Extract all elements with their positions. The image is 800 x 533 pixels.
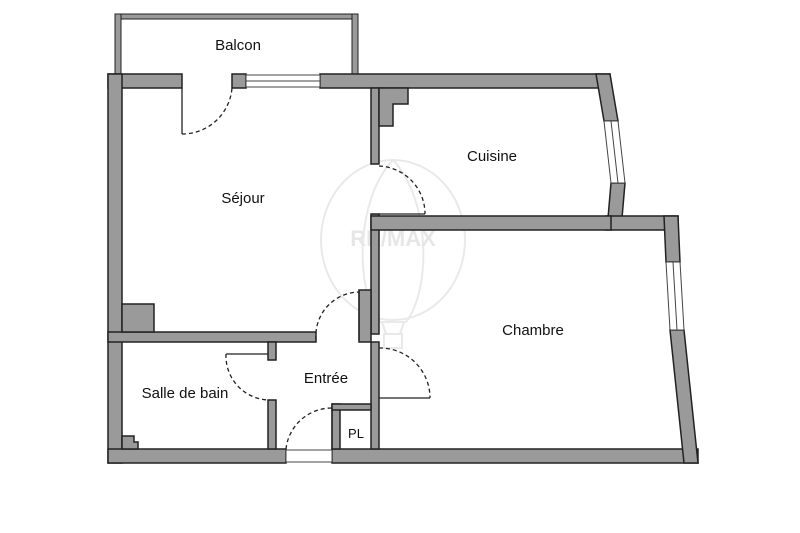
- windows: [245, 74, 685, 463]
- room-label-placard: PL: [348, 426, 364, 441]
- room-label-cuisine: Cuisine: [467, 148, 517, 165]
- room-label-sejour: Séjour: [221, 190, 264, 207]
- room-label-chambre: Chambre: [502, 322, 564, 339]
- room-label-entree: Entrée: [304, 370, 348, 387]
- interior-walls: [107, 87, 612, 450]
- outer-walls: [107, 73, 699, 464]
- room-label-balcon: Balcon: [215, 37, 261, 54]
- window-front-door-frame: [285, 449, 333, 463]
- doors: [181, 87, 431, 450]
- watermark-balloon-logo: RE/MAX: [320, 159, 466, 349]
- room-label-salle-de-bain: Salle de bain: [142, 385, 229, 402]
